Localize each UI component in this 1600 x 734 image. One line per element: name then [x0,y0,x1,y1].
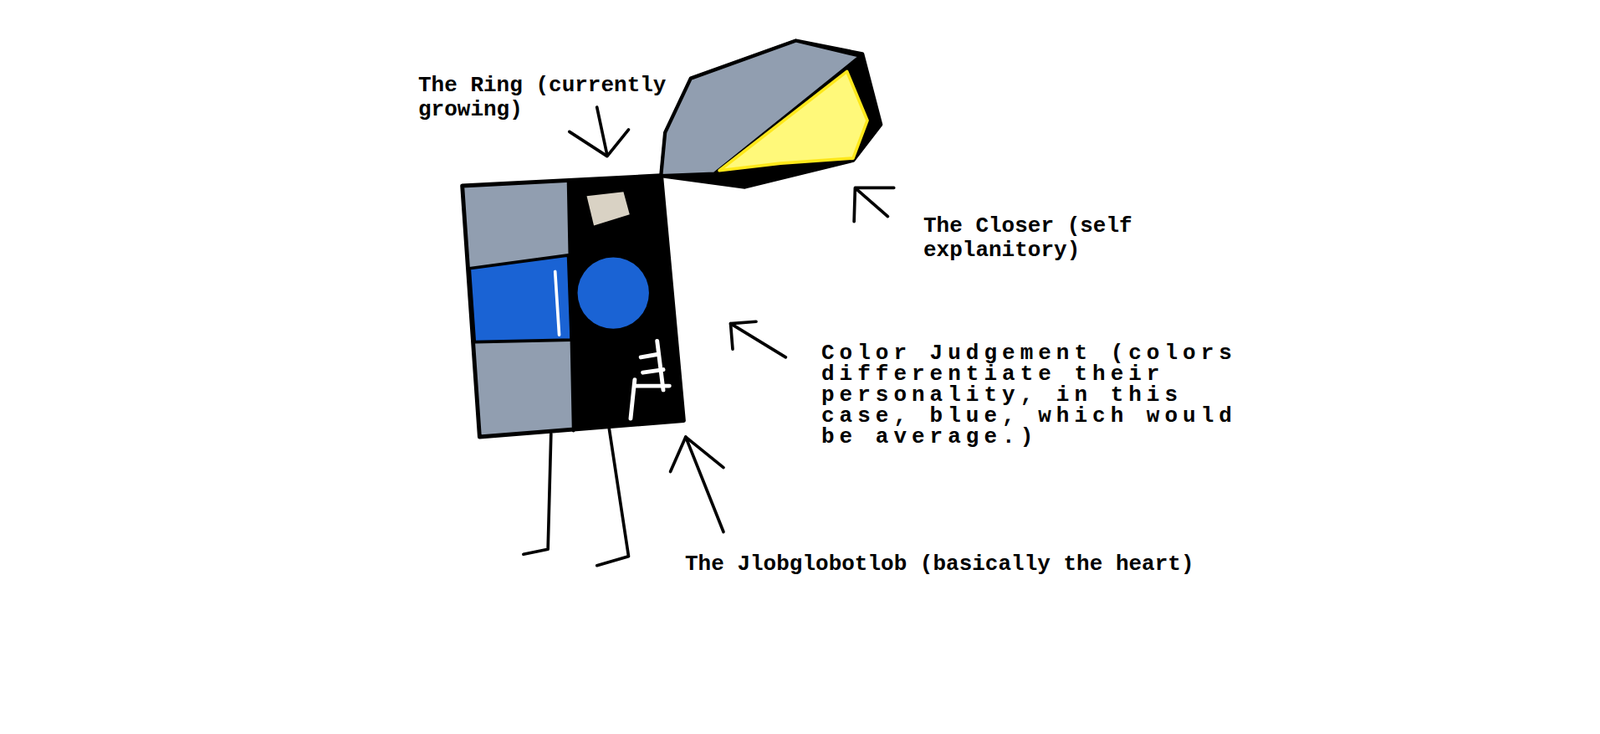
arrow-head [569,129,629,157]
arrow-head [730,321,757,349]
body-divider [568,181,574,431]
leader-arrow [730,323,787,358]
closer-shell [661,40,881,187]
body-outline [462,175,685,437]
jlobglobotlob [630,340,670,419]
arrow-head [853,187,895,221]
color-judgement-orb [577,256,650,328]
closer-light [719,71,868,170]
band-highlight [555,270,560,335]
leader-arrow [856,189,889,217]
callout-label: The Ring (currently growing) [418,73,678,123]
callout-label: Color Judgement (colors differentiate th… [821,342,1253,448]
leg [523,433,552,554]
ring [587,191,630,225]
blue-band [469,255,572,343]
arrow-head [670,436,724,471]
leg [597,428,629,565]
callout-label: The Jlobglobotlob (basically the heart) [684,552,1195,577]
callout-label: The Closer (self explanitory) [923,214,1146,263]
leader-arrow [597,107,608,155]
